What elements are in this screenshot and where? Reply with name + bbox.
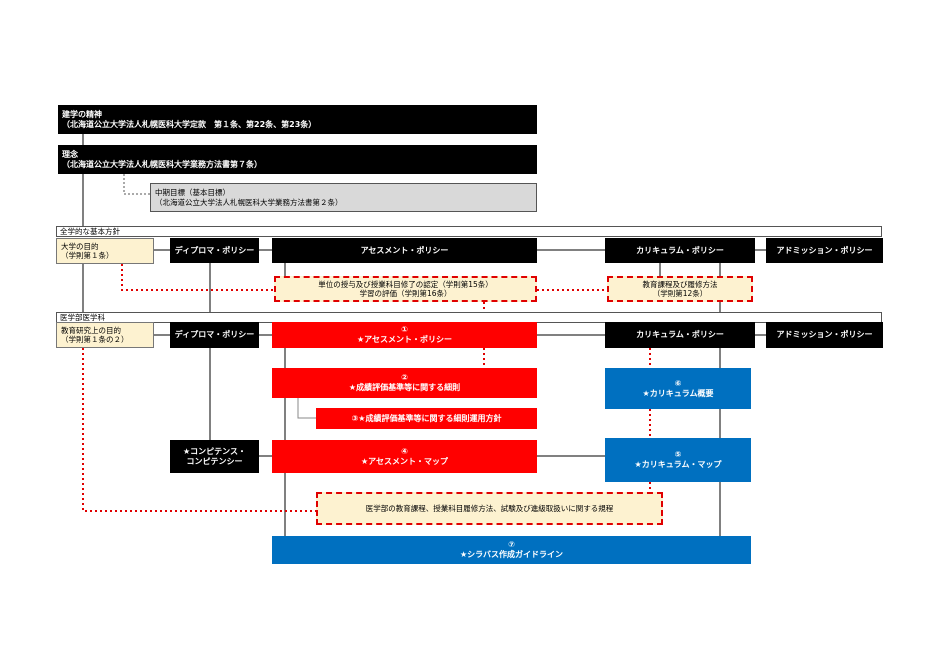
midterm-goal-source: （北海道公立大学法人札幌医科大学業務方法書第２条）: [155, 197, 343, 207]
medical-purpose-title: 教育研究上の目的: [61, 325, 121, 335]
university-curriculum-policy-label: カリキュラム・ポリシー: [636, 245, 724, 255]
curriculum-summary-number: ⑥: [674, 378, 682, 388]
assessment-map-box: ④ ★アセスメント・マップ: [272, 440, 537, 473]
grading-rules-number: ②: [401, 373, 408, 382]
curriculum-summary-label: ★カリキュラム概要: [642, 388, 714, 398]
competence-line1: ★コンピテンス・: [182, 446, 246, 456]
university-diploma-policy: ディプロマ・ポリシー: [170, 238, 259, 263]
philosophy-box: 理念 （北海道公立大学法人札幌医科大学業務方法書第７条）: [58, 145, 537, 174]
assessment-map-number: ④: [401, 446, 408, 456]
curriculum-summary-box: ⑥ ★カリキュラム概要: [605, 368, 751, 409]
credit-rule-line2: 学習の評価（学則第16条）: [359, 289, 452, 298]
medical-curriculum-policy: カリキュラム・ポリシー: [605, 322, 755, 348]
midterm-goal-title: 中期目標（基本目標）: [155, 188, 230, 198]
syllabus-number: ⑦: [508, 540, 515, 549]
university-curriculum-policy: カリキュラム・ポリシー: [605, 238, 755, 263]
grading-rules-label: ★成績評価基準等に関する細則: [348, 383, 461, 392]
philosophy-source: （北海道公立大学法人札幌医科大学業務方法書第７条）: [62, 159, 262, 169]
curriculum-rule-box: 教育課程及び履修方法 （学則第12条）: [607, 276, 753, 302]
curriculum-map-box: ⑤ ★カリキュラム・マップ: [605, 438, 751, 482]
medical-assessment-number: ①: [401, 325, 408, 334]
medical-purpose-source: （学則第１条の２）: [61, 335, 129, 344]
grading-guideline-label: ③★成績評価基準等に関する細則運用方針: [351, 413, 502, 423]
midterm-goal-box: 中期目標（基本目標） （北海道公立大学法人札幌医科大学業務方法書第２条）: [150, 183, 537, 212]
medical-section-heading: 医学部医学科: [60, 313, 105, 322]
regulations-label: 医学部の教育課程、授業科目履修方法、試験及び進級取扱いに関する規程: [365, 503, 614, 513]
regulations-box: 医学部の教育課程、授業科目履修方法、試験及び進級取扱いに関する規程: [316, 492, 663, 525]
university-diploma-policy-label: ディプロマ・ポリシー: [174, 245, 255, 255]
credit-evaluation-rule-box: 単位の授与及び授業科目修了の認定（学則第15条） 学習の評価（学則第16条）: [274, 276, 537, 302]
grading-guideline-link: [297, 398, 316, 419]
assessment-map-label: ★アセスメント・マップ: [360, 456, 448, 466]
credit-rule-line1: 単位の授与及び授業科目修了の認定（学則第15条）: [318, 279, 493, 289]
curriculum-map-label: ★カリキュラム・マップ: [634, 460, 722, 469]
university-admission-policy: アドミッション・ポリシー: [766, 238, 883, 263]
philosophy-title: 理念: [62, 149, 78, 159]
university-purpose-box: 大学の目的 （学則第１条）: [56, 238, 154, 264]
founding-spirit-source: （北海道公立大学法人札幌医科大学定款 第１条、第22条、第23条）: [62, 119, 317, 129]
university-purpose-source: （学則第１条）: [61, 251, 114, 260]
syllabus-label: ★シラバス作成ガイドライン: [459, 550, 564, 559]
medical-purpose-box: 教育研究上の目的 （学則第１条の２）: [56, 322, 154, 348]
competence-line2: コンピテンシー: [186, 456, 243, 466]
curriculum-map-number: ⑤: [674, 450, 682, 459]
midterm-dotted-link: [123, 174, 150, 195]
competence-box: ★コンピテンス・ コンピテンシー: [170, 440, 259, 473]
curriculum-rule-line1: 教育課程及び履修方法: [642, 279, 718, 289]
medical-admission-policy: アドミッション・ポリシー: [766, 322, 883, 348]
medical-diploma-policy: ディプロマ・ポリシー: [170, 322, 259, 348]
founding-spirit-box: 建学の精神 （北海道公立大学法人札幌医科大学定款 第１条、第22条、第23条）: [58, 105, 537, 134]
grading-guideline-box: ③★成績評価基準等に関する細則運用方針: [316, 408, 537, 429]
syllabus-guideline-box: ⑦ ★シラバス作成ガイドライン: [272, 536, 751, 564]
grading-rules-box: ② ★成績評価基準等に関する細則: [272, 368, 537, 398]
medical-assessment-policy-label: ★アセスメント・ポリシー: [356, 335, 452, 344]
curriculum-rule-line2: （学則第12条）: [652, 289, 708, 298]
univ-purpose-dotted: [121, 264, 274, 291]
university-section-heading: 全学的な基本方針: [60, 227, 120, 236]
university-section-header: 全学的な基本方針: [56, 226, 882, 237]
university-assessment-policy: アセスメント・ポリシー: [272, 238, 537, 263]
medical-assessment-policy: ① ★アセスメント・ポリシー: [272, 322, 537, 348]
medical-curriculum-policy-label: カリキュラム・ポリシー: [636, 330, 724, 339]
medical-admission-policy-label: アドミッション・ポリシー: [776, 330, 873, 339]
university-purpose-title: 大学の目的: [61, 241, 99, 251]
university-admission-policy-label: アドミッション・ポリシー: [776, 245, 873, 255]
medical-diploma-policy-label: ディプロマ・ポリシー: [174, 330, 255, 339]
founding-spirit-title: 建学の精神: [62, 109, 102, 119]
university-assessment-policy-label: アセスメント・ポリシー: [360, 245, 449, 255]
